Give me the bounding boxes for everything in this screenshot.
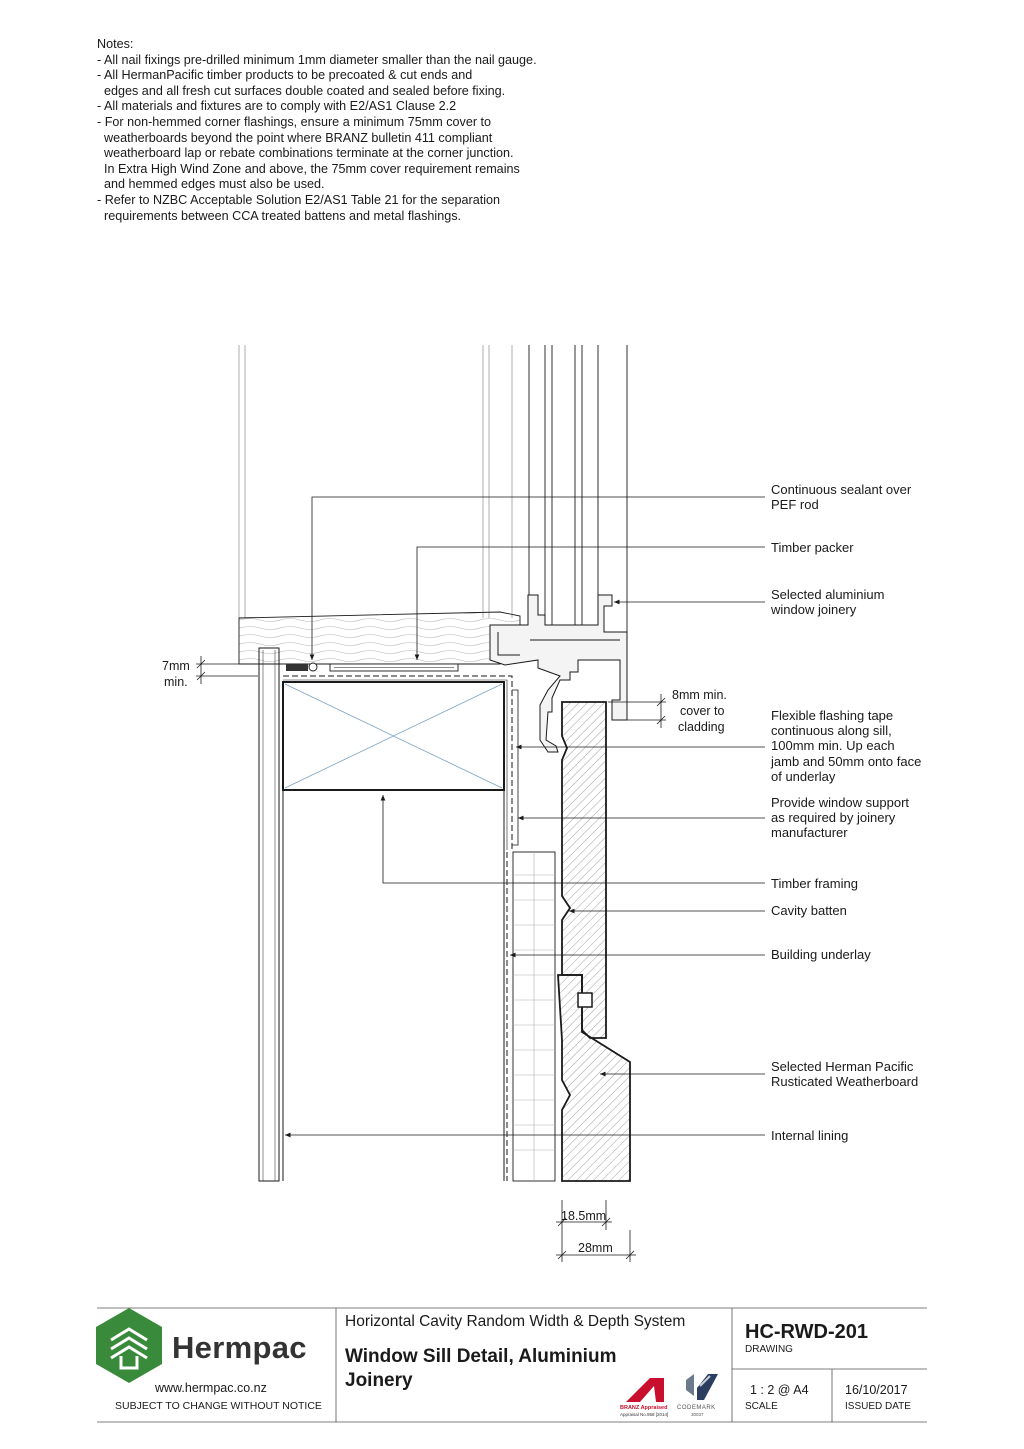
cavity-batten (512, 851, 556, 1182)
label-weatherboard: Selected Herman Pacific (771, 1059, 914, 1074)
branz-label: BRANZ Appraised (620, 1405, 668, 1411)
notes-block: Notes: - All nail fixings pre-drilled mi… (97, 37, 717, 224)
dimension-cover (608, 694, 666, 728)
branz-number: Appraisal No.958 [2014] (620, 1412, 669, 1417)
dimension-cover-text: cladding (678, 720, 725, 734)
label-flashing-tape: Flexible flashing tape (771, 708, 893, 723)
drawing-code-label: DRAWING (745, 1344, 793, 1355)
dimension-gap (196, 656, 258, 684)
label-joinery: window joinery (770, 602, 857, 617)
interior-wall-lines (238, 345, 513, 618)
aluminium-joinery-profile (489, 594, 628, 753)
note-line: edges and all fresh cut surfaces double … (97, 83, 506, 98)
disclaimer: SUBJECT TO CHANGE WITHOUT NOTICE (115, 1400, 322, 1412)
leader-lines (285, 496, 765, 1138)
dimension-gap-text: 7mm (162, 659, 190, 673)
dimension-gap-text: min. (164, 675, 188, 689)
label-flashing-tape: jamb and 50mm onto face (770, 754, 921, 769)
label-timber-framing: Timber framing (771, 876, 858, 891)
issued-date: 16/10/2017 (845, 1383, 908, 1397)
hermpac-logo-icon (96, 1308, 162, 1383)
rusticated-weatherboard (557, 701, 631, 1182)
wall-frame-lines (282, 689, 519, 1181)
weatherboard-fixing (577, 992, 593, 1008)
internal-lining (258, 647, 280, 1182)
label-flashing-tape: 100mm min. Up each (771, 738, 895, 753)
label-window-support: manufacturer (771, 825, 848, 840)
label-weatherboard: Rusticated Weatherboard (771, 1074, 918, 1089)
label-joinery: Selected aluminium (771, 587, 884, 602)
issued-date-label: ISSUED DATE (845, 1401, 911, 1412)
drawing-code: HC-RWD-201 (745, 1321, 868, 1343)
scale-value: 1 : 2 @ A4 (750, 1383, 809, 1397)
codemark-label: CODEMARK (677, 1405, 716, 1411)
label-window-support: as required by joinery (771, 810, 896, 825)
system-name: Horizontal Cavity Random Width & Depth S… (345, 1313, 686, 1330)
title-block-frame (97, 1307, 927, 1423)
label-flashing-tape: continuous along sill, (771, 723, 892, 738)
drawing-title: Joinery (345, 1370, 413, 1391)
brand-name: Hermpac (172, 1330, 307, 1365)
note-line: requirements between CCA treated battens… (97, 208, 462, 223)
note-line: weatherboard lap or rebate combinations … (97, 146, 514, 161)
website-link[interactable]: www.hermpac.co.nz (155, 1381, 267, 1395)
timber-sill-board (238, 611, 521, 665)
note-line: - All nail fixings pre-drilled minimum 1… (97, 52, 537, 67)
label-flashing-tape: of underlay (771, 769, 836, 784)
flashing-tape (283, 675, 513, 852)
note-line: - All materials and fixtures are to comp… (97, 99, 457, 114)
drawing-title: Window Sill Detail, Aluminium (345, 1346, 617, 1367)
scale-label: SCALE (745, 1401, 778, 1412)
dimension-thickness-text: 18.5mm (561, 1209, 606, 1223)
branz-appraised-icon (626, 1378, 664, 1402)
dimension-cover-text: cover to (680, 704, 725, 718)
label-sealant: PEF rod (771, 497, 819, 512)
codemark-number: 30037 (691, 1412, 704, 1417)
glazing-unit (528, 345, 628, 720)
note-line: In Extra High Wind Zone and above, the 7… (97, 161, 520, 176)
dimension-thickness-text: 28mm (578, 1241, 613, 1255)
sealant-pef-rod (286, 662, 318, 672)
label-building-underlay: Building underlay (771, 947, 871, 962)
label-cavity-batten: Cavity batten (771, 903, 847, 918)
note-line: - Refer to NZBC Acceptable Solution E2/A… (97, 192, 500, 207)
note-line: and hemmed edges must also be used. (97, 177, 325, 192)
label-internal-lining: Internal lining (771, 1128, 848, 1143)
codemark-icon (686, 1374, 718, 1400)
label-timber-packer: Timber packer (771, 540, 854, 555)
note-line: - For non-hemmed corner flashings, ensur… (97, 114, 492, 129)
label-sealant: Continuous sealant over (771, 482, 912, 497)
dimension-cover-text: 8mm min. (672, 688, 727, 702)
timber-framing (282, 681, 505, 791)
label-window-support: Provide window support (771, 795, 909, 810)
notes-heading: Notes: (97, 37, 134, 51)
note-line: - All HermanPacific timber products to b… (97, 68, 473, 83)
dimension-thickness (556, 1200, 636, 1262)
note-line: weatherboards beyond the point where BRA… (97, 130, 493, 145)
